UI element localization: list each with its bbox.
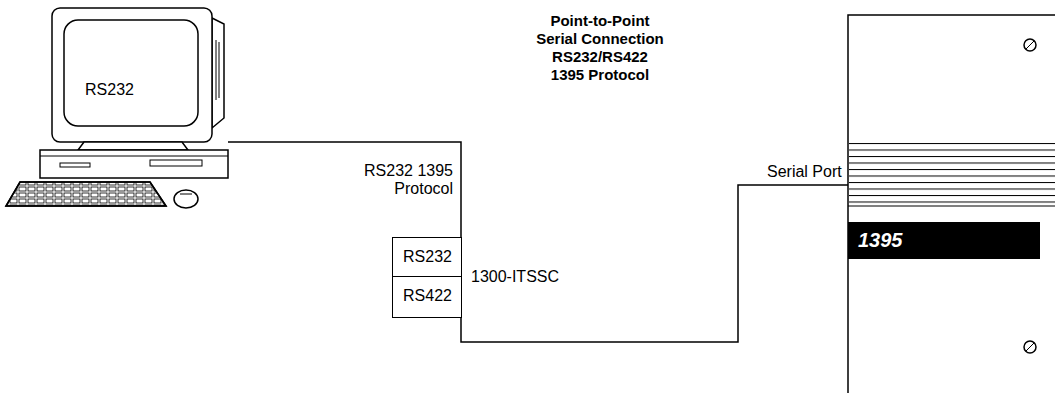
screw <box>1024 39 1036 51</box>
computer: RS232 <box>5 5 228 210</box>
monitor-case <box>52 8 212 142</box>
mouse <box>174 190 198 208</box>
screw-slot <box>1026 41 1034 49</box>
cabinet-vents-edge <box>848 206 1055 207</box>
computer-illustration <box>6 8 228 208</box>
drive-model: 1395 <box>858 229 903 252</box>
converter-box: 1300-ITSSCRS232RS422 <box>392 237 462 318</box>
monitor-vent <box>216 40 217 100</box>
drive-nameplate: 1395 <box>848 222 1040 259</box>
screw-slot <box>1026 343 1034 351</box>
diagram-title: Point-to-Point Serial Connection RS232/R… <box>535 12 665 84</box>
drive-slot <box>60 163 90 167</box>
port-label: RS232 <box>403 248 452 266</box>
keyboard <box>6 182 166 206</box>
drive-slot <box>150 160 202 166</box>
serial-cable <box>461 185 848 342</box>
keyboard-outline <box>6 182 166 206</box>
monitor-stand <box>78 142 188 150</box>
drive-cabinet: Serial Port1395 <box>848 15 1055 393</box>
cable-label: RS232 1395 Protocol <box>343 162 453 199</box>
converter-port: RS422 <box>393 277 461 316</box>
cabinet-vents <box>849 140 1055 206</box>
screw <box>1024 341 1036 353</box>
monitor-vent <box>219 42 220 98</box>
mouse-button <box>180 194 192 195</box>
converter-name: 1300-ITSSC <box>471 268 559 286</box>
screen-label: RS232 <box>85 81 134 99</box>
system-unit <box>40 150 228 178</box>
converter-port: RS232 <box>393 238 461 277</box>
port-label: RS422 <box>403 287 452 305</box>
port-label: Serial Port <box>767 163 842 181</box>
system-unit-edge <box>40 156 228 157</box>
cabinet-housing <box>848 15 1055 393</box>
monitor-side <box>212 18 224 128</box>
serial-cable <box>228 142 461 237</box>
monitor-screen <box>64 20 198 126</box>
drive-cabinet-illustration <box>848 15 1055 393</box>
